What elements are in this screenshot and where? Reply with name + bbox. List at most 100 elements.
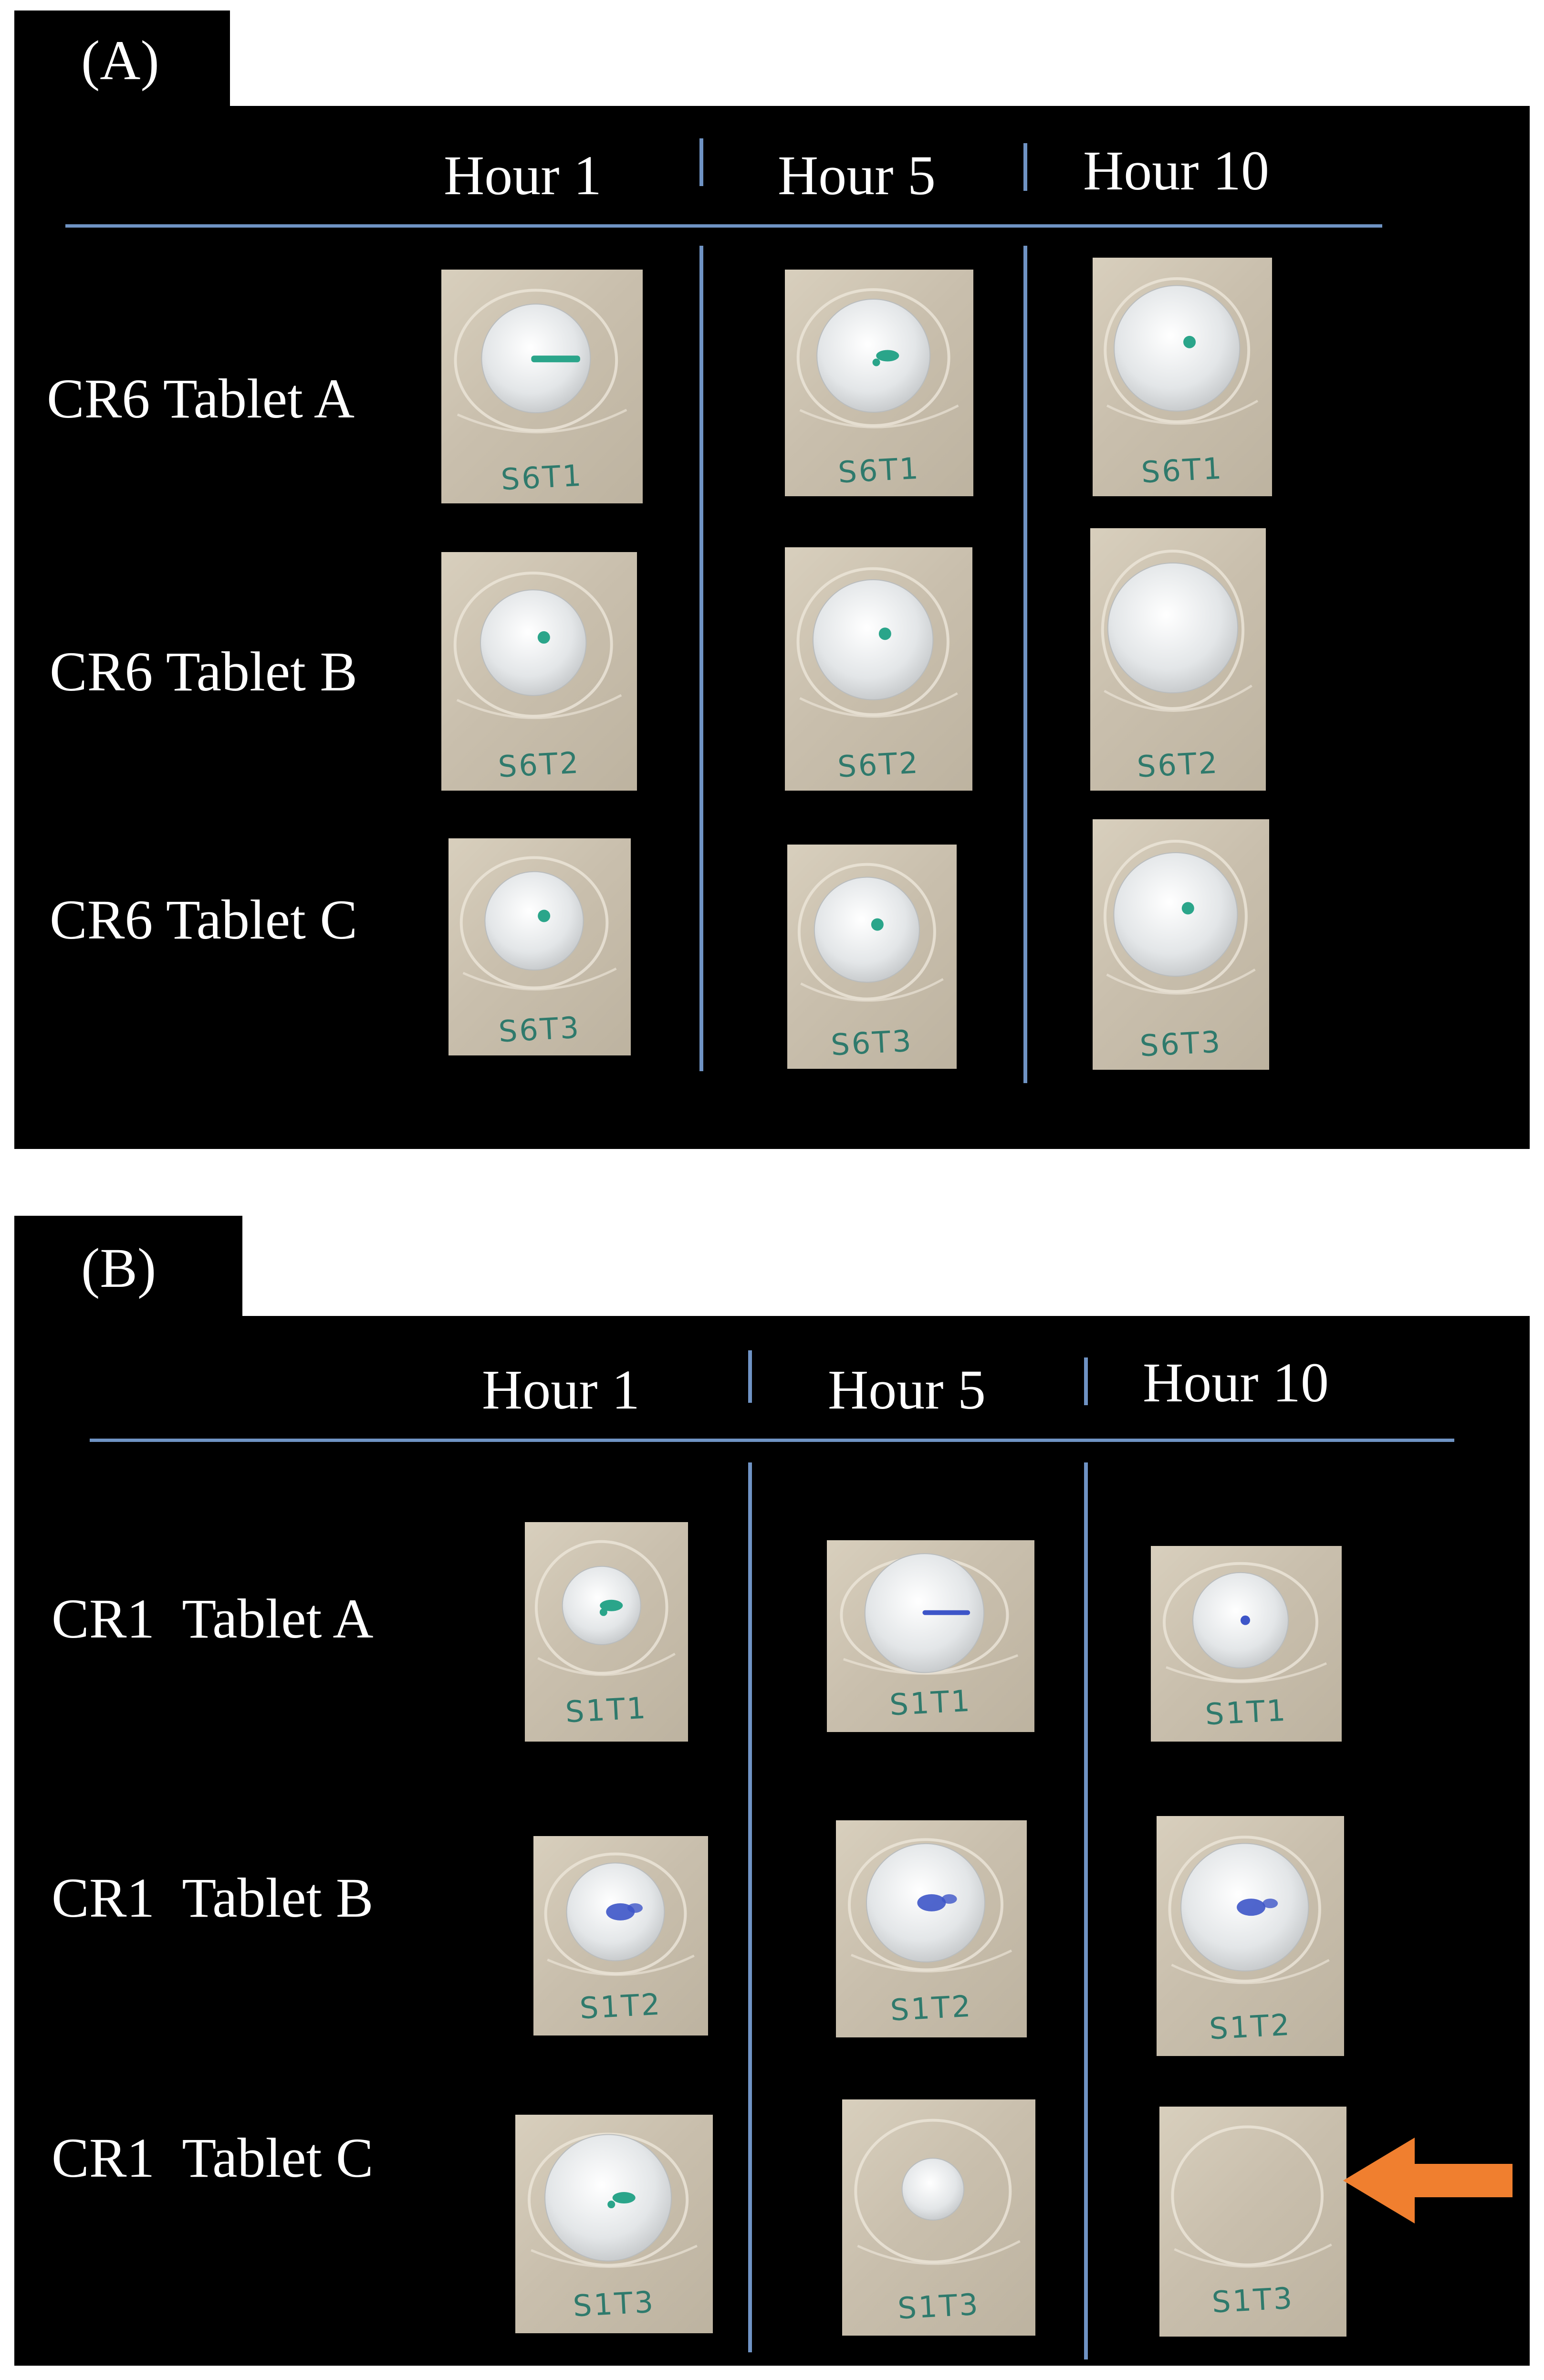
dish-ring [534, 1540, 668, 1675]
dish-ring [537, 1652, 676, 1676]
dish-ring [1166, 1662, 1327, 1683]
tablet-photo: S6T1 [441, 270, 643, 503]
tablet-photo: S1T2 [533, 1836, 708, 2036]
panel-b-label: (B) [81, 1237, 156, 1299]
panel-a-row-label: CR6 Tablet B [50, 640, 358, 703]
panel-b-tab: (B) [14, 1216, 242, 1321]
tablet [484, 871, 584, 971]
panel-a-column-header: Hour 10 [1083, 139, 1270, 202]
dish-ring [547, 1954, 695, 1976]
arrow-shape [1343, 2138, 1513, 2223]
dish-ring [1104, 277, 1251, 423]
panel-b-column-divider [748, 1462, 752, 2352]
dish-ring [848, 1838, 1003, 1972]
panel-a-column-divider [1023, 143, 1027, 191]
dish-ring [457, 408, 627, 434]
panel-a [14, 106, 1530, 1149]
dish-ring [1174, 2243, 1332, 2268]
dye-mark [537, 631, 550, 644]
tablet-photo: S6T2 [441, 552, 637, 791]
tablet [1107, 562, 1239, 694]
tablet-photo: S1T3 [842, 2099, 1035, 2336]
tablet-photo: S1T2 [836, 1820, 1027, 2037]
dye-mark [1183, 335, 1196, 348]
tablet [1114, 285, 1241, 412]
dye-mark [1181, 902, 1194, 915]
dish-ring [854, 2119, 1012, 2264]
dish-ring [796, 288, 950, 427]
panel-a-row-label: CR6 Tablet A [47, 367, 355, 430]
panel-b-header-divider [90, 1439, 1454, 1442]
dye-mark [1262, 1899, 1278, 1909]
dish-ring [1106, 968, 1256, 995]
dye-mark [878, 627, 891, 640]
tablet [480, 589, 587, 696]
panel-a-tab: (A) [14, 10, 230, 111]
dye-mark [871, 918, 884, 931]
tablet-photo: S1T3 [1159, 2107, 1346, 2337]
dish-ring [1101, 550, 1245, 710]
dye-mark [872, 358, 880, 366]
dish-ring [857, 2240, 1021, 2265]
panel-a-column-divider [1023, 246, 1027, 1083]
panel-a-row-label: CR6 Tablet C [50, 888, 358, 951]
tablet-photo: S6T3 [449, 838, 631, 1055]
dye-mark [1241, 1615, 1250, 1625]
tablet-photo: S6T1 [785, 270, 973, 496]
tablet-photo: S1T1 [1151, 1546, 1342, 1742]
dish-ring [1171, 1959, 1330, 1984]
tablet [814, 877, 920, 983]
panel-b-column-divider [1084, 1357, 1088, 1405]
panel-b-row-label: CR1 Tablet B [52, 1867, 374, 1929]
dish-ring [1171, 2125, 1324, 2266]
dish-ring [1106, 399, 1259, 425]
tablet-photo: S1T3 [515, 2115, 713, 2333]
tablet-photo: S1T2 [1157, 1816, 1344, 2056]
dish-ring [799, 404, 959, 428]
panel-b-column-header: Hour 10 [1143, 1351, 1329, 1414]
tablet-photo: S6T3 [787, 845, 957, 1069]
dish-ring [796, 567, 949, 716]
dish-ring [1168, 1836, 1321, 1983]
dye-mark [531, 355, 580, 363]
tablet-photo: S6T2 [1090, 528, 1266, 791]
dye-mark [627, 1903, 643, 1913]
dye-mark [607, 2201, 616, 2209]
tablet [544, 2134, 672, 2262]
dish-ring [456, 694, 622, 720]
dye-mark [600, 1599, 623, 1611]
dye-mark [599, 1608, 607, 1616]
panel-b-column-header: Hour 1 [482, 1358, 640, 1421]
panel-b-column-divider [1084, 1462, 1088, 2359]
tablet-photo: S6T3 [1093, 819, 1269, 1070]
dye-mark [1237, 1899, 1266, 1916]
dish-ring [531, 2244, 698, 2268]
tablet [816, 299, 931, 413]
dish-ring [799, 692, 958, 718]
dish-ring [1103, 840, 1248, 993]
dish-ring [797, 863, 936, 1001]
dye-mark [922, 1610, 970, 1615]
dish-ring [453, 572, 613, 718]
dye-mark [612, 2192, 636, 2204]
dish-ring [1104, 684, 1252, 712]
tablet-photo: S1T1 [525, 1522, 688, 1742]
tablet [901, 2158, 965, 2221]
tablet [1113, 852, 1238, 977]
panel-a-header-divider [65, 224, 1382, 228]
tablet-photo: S6T1 [1093, 258, 1272, 496]
dye-mark [917, 1894, 946, 1911]
panel-a-column-header: Hour 1 [444, 144, 602, 207]
dish-ring [843, 1654, 1019, 1675]
panel-b-column-divider [748, 1350, 752, 1403]
dish-ring [800, 978, 944, 1002]
tablet [812, 579, 934, 700]
dish-ring [851, 1949, 1012, 1973]
dye-mark [941, 1894, 957, 1904]
left-arrow-icon [1343, 2138, 1513, 2223]
panel-b-column-header: Hour 5 [828, 1358, 986, 1421]
panel-a-label: (A) [81, 29, 159, 92]
dish-ring [459, 856, 609, 990]
panel-a-column-header: Hour 5 [778, 144, 936, 207]
dish-ring [454, 289, 618, 432]
